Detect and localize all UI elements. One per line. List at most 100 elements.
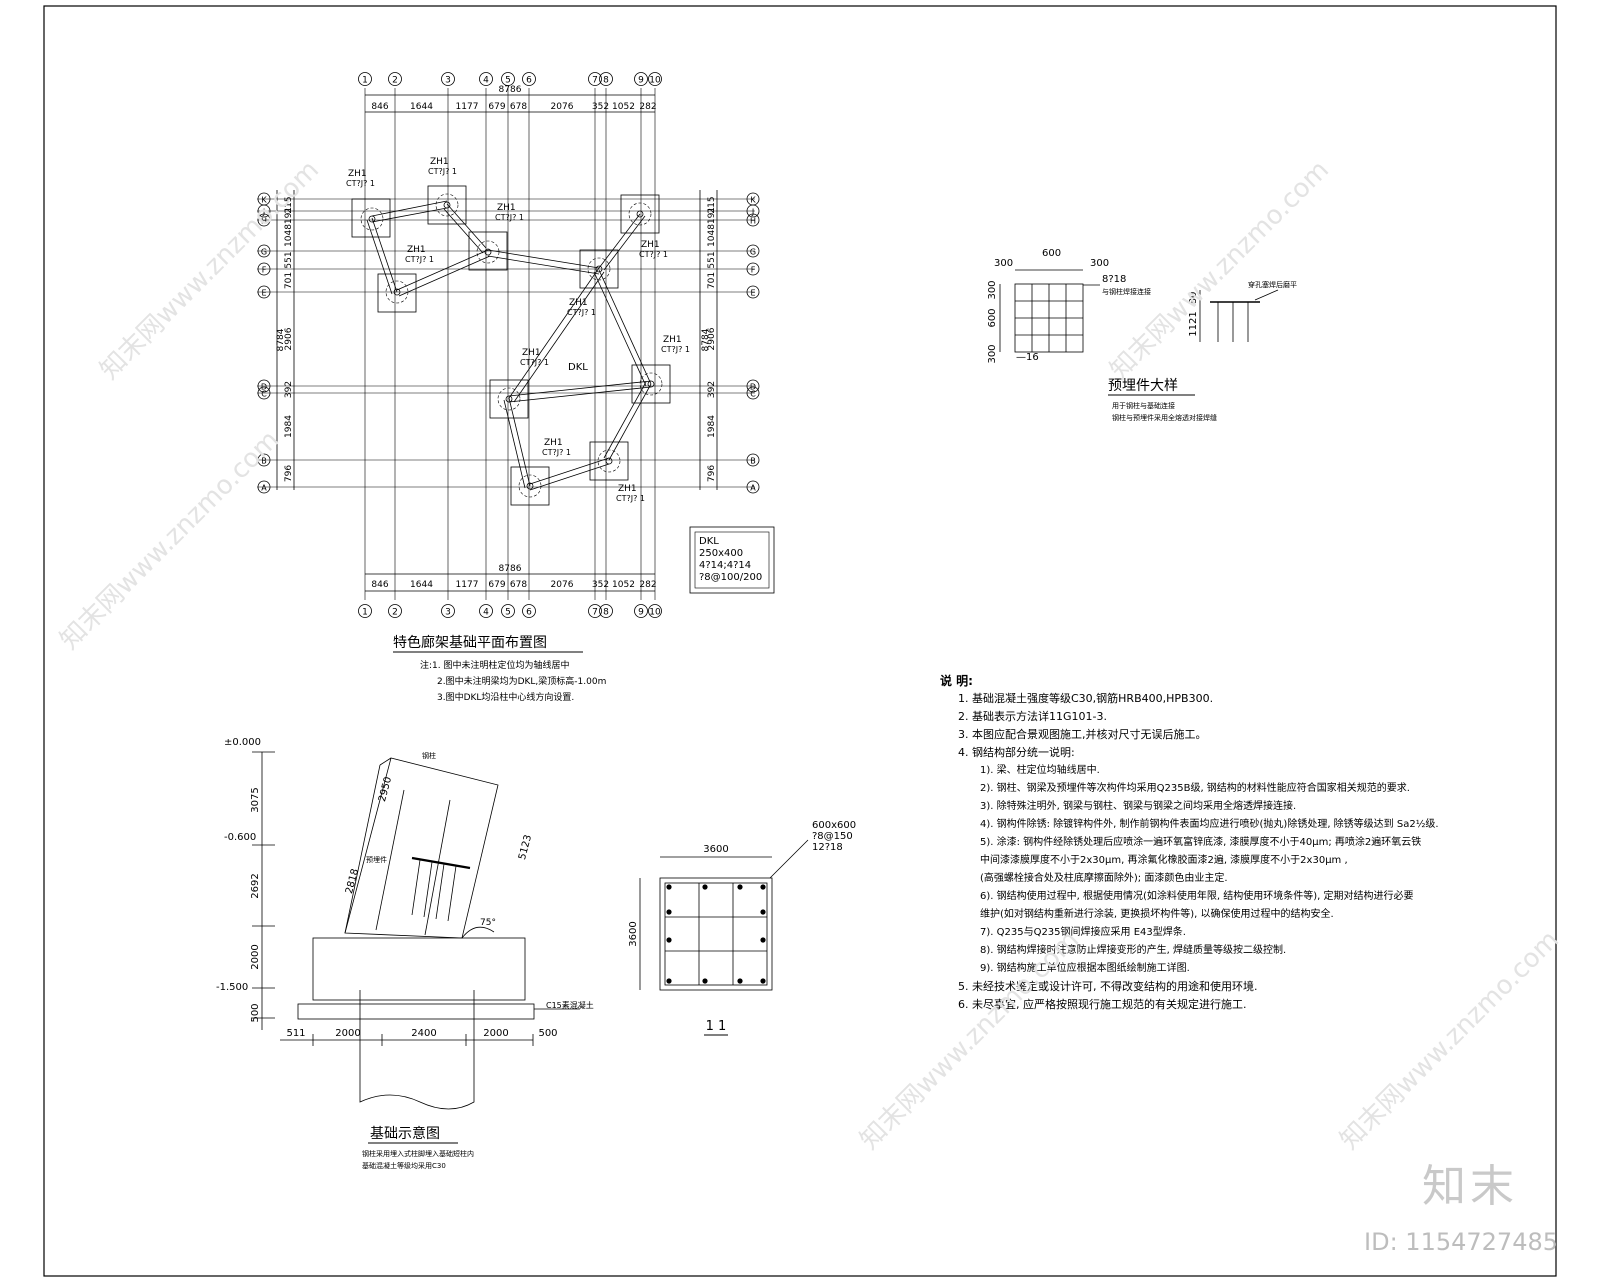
grid-number: 6 [526, 76, 532, 86]
note-subitem: 4). 钢构件除锈: 除镀锌构件外, 制作前钢构件表面均应进行喷砂(抛丸)除锈处… [980, 819, 1439, 830]
grid-bubble [358, 604, 372, 618]
rebar-dot [666, 937, 672, 943]
grid-bubble [746, 244, 760, 258]
grid-bubble [522, 604, 536, 618]
column-circle [497, 387, 521, 411]
grid-number: 4 [483, 76, 489, 86]
dimension-total: 8784 [701, 328, 711, 351]
column-circle [639, 372, 663, 396]
column-label: ZH1 [348, 169, 367, 179]
dimension-text: 679 [488, 102, 505, 112]
dimension-text: 80 [1188, 292, 1199, 305]
elevation-label: ±0.000 [224, 737, 261, 748]
column-core [605, 457, 613, 465]
grid-bubble [634, 72, 648, 86]
beam-legend-line: 250x400 [699, 548, 743, 559]
column-core [595, 265, 603, 273]
note-subitem: 中间漆漆膜厚度不小于2x30μm, 再涂氟化橡胶面漆2遍, 漆膜厚度不小于2x3… [980, 855, 1348, 866]
rebar-dot [702, 978, 708, 984]
dimension-text: 5123 [517, 834, 534, 861]
grid-bubble [501, 604, 515, 618]
beam-legend [689, 526, 775, 594]
grid-bubble [441, 72, 455, 86]
rebar-dot [666, 978, 672, 984]
cap-label: CT?J? 1 [405, 255, 434, 264]
beam-legend-line: DKL [699, 536, 719, 547]
grid-number: 1 [362, 608, 368, 618]
general-notes: 说 明: 1. 基础混凝土强度等级C30,钢筋HRB400,HPB300. 2.… [940, 672, 1580, 1014]
dimension-text: 600 [987, 308, 998, 327]
dimension-text: 191 [284, 207, 294, 224]
grid-number: 7 [592, 608, 598, 618]
dimension-text: 678 [510, 580, 527, 590]
dimension-text: 2000 [250, 944, 261, 969]
dimension-text: 701 [284, 272, 294, 289]
column-label: ZH1 [497, 203, 516, 213]
dimension-text: 678 [510, 102, 527, 112]
grid-number: 5 [505, 76, 511, 86]
column-core [443, 201, 451, 209]
grid-letter: K [261, 196, 267, 205]
footing-title: 1 1 [706, 1019, 727, 1034]
grid-bubble [746, 262, 760, 276]
grid-bubble [522, 72, 536, 86]
rebar-dot [760, 978, 766, 984]
column-circle [385, 280, 409, 304]
dimension-text: 352 [592, 580, 609, 590]
grid-number: 8 [603, 76, 609, 86]
dimension-text: 282 [639, 102, 656, 112]
cap-label: CT?J? 1 [495, 213, 524, 222]
dimension-text: 1121 [1188, 311, 1199, 336]
rebar-dot [666, 884, 672, 890]
column-circle [518, 474, 542, 498]
grid-letter: A [750, 484, 756, 493]
dimension-text: 300 [987, 280, 998, 299]
dimension-text: 215 [707, 196, 717, 213]
grid-bubble [358, 72, 372, 86]
column-core [505, 395, 513, 403]
grid-bubble [599, 72, 613, 86]
dimension-text: 846 [371, 580, 388, 590]
grid-bubble [257, 379, 271, 393]
embed-detail [999, 269, 1279, 353]
note-subitem: (高强螺栓接合处及柱底摩擦面除外); 面漆颜色由业主定. [980, 873, 1228, 884]
grid-number: 8 [603, 608, 609, 618]
plan-note: 3.图中DKL均沿柱中心线方向设置. [437, 691, 574, 703]
note-subitem: 6). 钢结构使用过程中, 根据使用情况(如涂料使用年限, 结构使用环境条件等)… [980, 891, 1414, 902]
grid-bubble [479, 604, 493, 618]
grid-number: 3 [445, 76, 451, 86]
dimension-text: 215 [284, 196, 294, 213]
cap-label: CT?J? 1 [542, 448, 571, 457]
dimension-text: 551 [707, 251, 717, 268]
note-item: 1. 基础混凝土强度等级C30,钢筋HRB400,HPB300. [958, 692, 1214, 705]
notes-heading: 说 明: [940, 674, 973, 688]
cap-label: CT?J? 1 [661, 345, 690, 354]
column-label: ZH1 [618, 484, 637, 494]
cap-label: CT?J? 1 [616, 494, 645, 503]
dimension-text: 352 [592, 102, 609, 112]
dimension-text: 300 [987, 344, 998, 363]
footing-detail [639, 839, 809, 991]
dimension-text: 1048 [707, 224, 717, 247]
grid-letter: C [261, 390, 267, 399]
dimension-text: 679 [488, 580, 505, 590]
foundation-plan [257, 72, 760, 618]
dimension-text: 500 [538, 1028, 557, 1039]
grid-bubble [648, 72, 662, 86]
column-core [636, 210, 644, 218]
embed-title: 预埋件大样 [1108, 378, 1178, 394]
dimension-text: 1984 [284, 415, 294, 438]
grid-bubble [257, 244, 271, 258]
dimension-text: 1177 [456, 580, 479, 590]
grid-letter: A [261, 484, 267, 493]
grid-number: 10 [649, 608, 661, 618]
note-subitem: 1). 梁、柱定位均轴线居中. [980, 765, 1100, 776]
plate-note: 与钢柱焊接连接 [1102, 287, 1151, 296]
grid-bubble [588, 72, 602, 86]
grid-letter: B [261, 457, 267, 466]
elevation-label: -0.600 [224, 832, 256, 843]
grid-number: 10 [649, 76, 661, 86]
note-item: 5. 未经技术鉴定或设计许可, 不得改变结构的用途和使用环境. [958, 980, 1258, 993]
grid-letter: F [751, 266, 756, 275]
